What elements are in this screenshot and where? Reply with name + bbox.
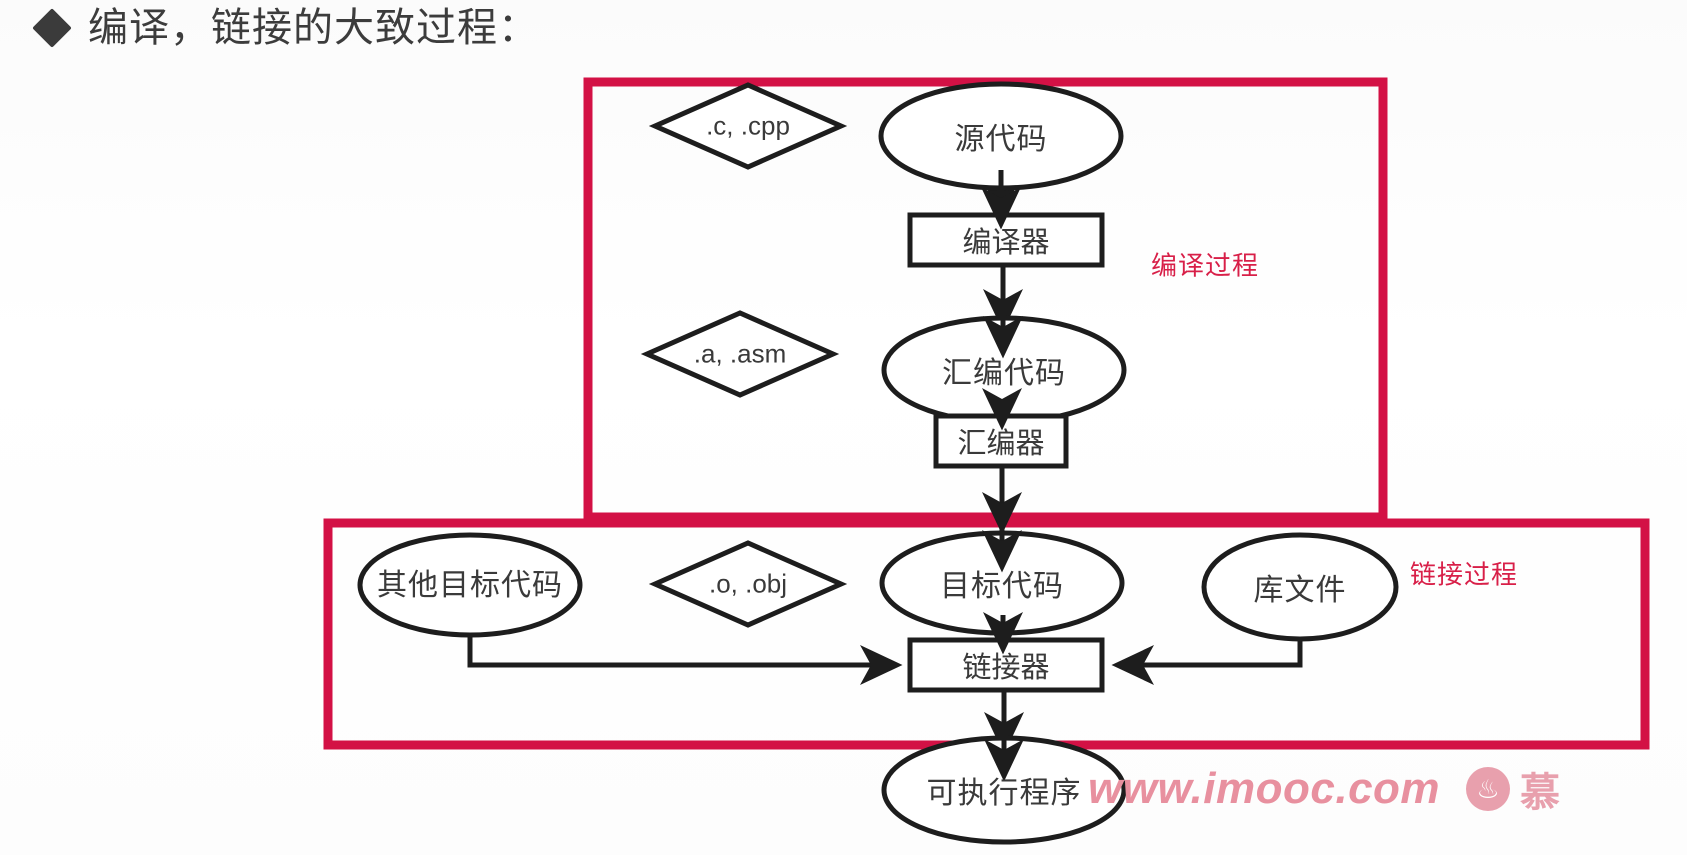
region-caption-link: 链接过程 bbox=[1409, 559, 1519, 590]
watermark-logo: ♨ 慕 bbox=[1466, 760, 1560, 818]
page-title-text: 编译，链接的大致过程： bbox=[88, 6, 539, 50]
watermark-url: www.imooc.com bbox=[1088, 764, 1441, 813]
node-library-file bbox=[1201, 532, 1399, 642]
node-linker bbox=[907, 637, 1105, 693]
node-ext-a-asm bbox=[640, 310, 840, 398]
flame-icon: ♨ bbox=[1466, 767, 1511, 811]
node-compiler bbox=[907, 212, 1105, 268]
node-other-object-code bbox=[357, 532, 583, 638]
region-caption-compile: 编译过程 bbox=[1150, 250, 1260, 281]
watermark: www.imooc.com ♨ 慕 bbox=[1088, 760, 1560, 818]
node-ext-o-obj bbox=[648, 540, 848, 628]
page-title: 编译，链接的大致过程： bbox=[32, 6, 539, 50]
watermark-brand: 慕 bbox=[1520, 771, 1561, 815]
node-ext-c-cpp bbox=[648, 82, 848, 170]
